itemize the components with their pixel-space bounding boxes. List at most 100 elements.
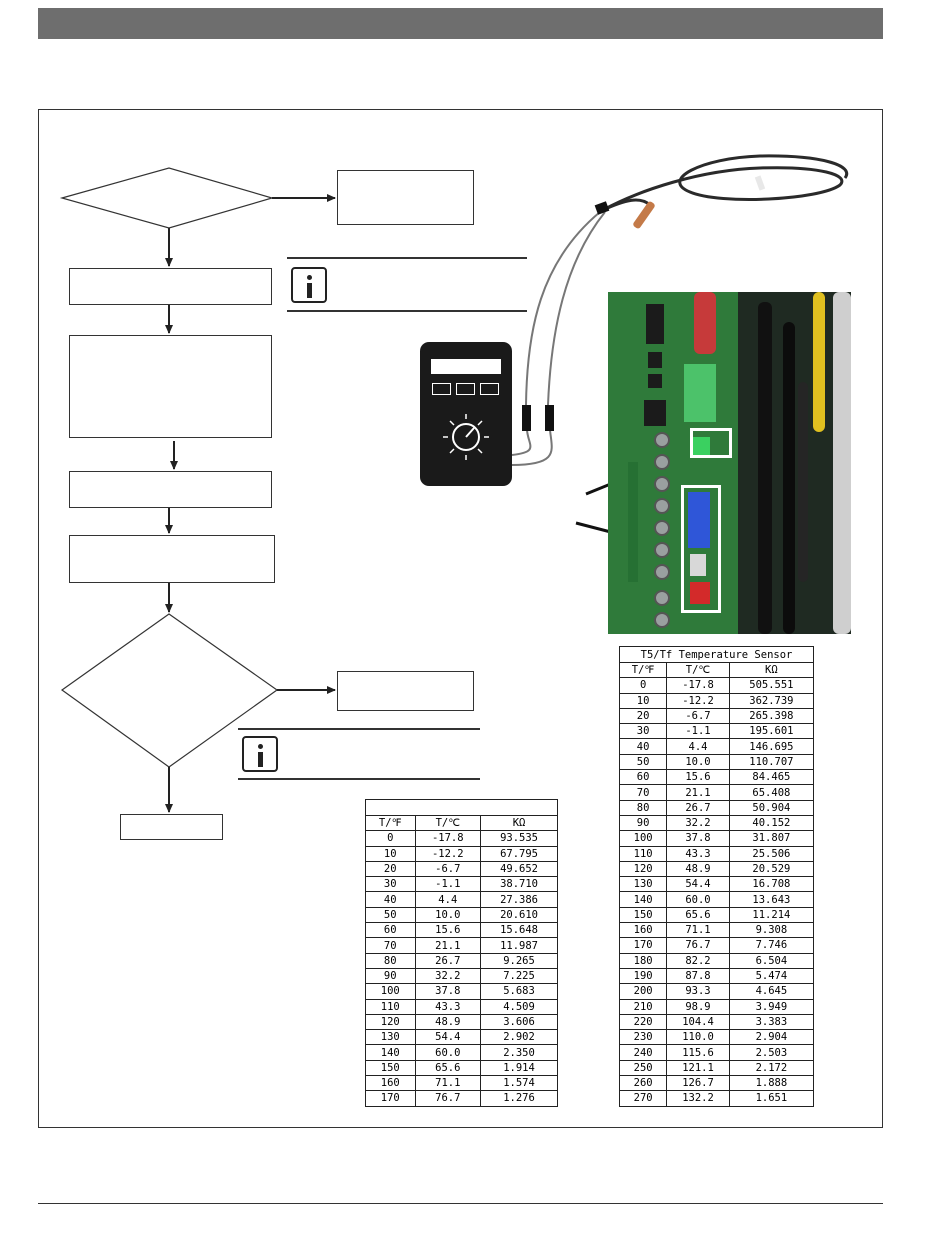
note-2-bottom-rule	[238, 778, 480, 780]
meter-lead-1	[525, 211, 601, 406]
table-cell: 100	[365, 983, 416, 1000]
table-cell: 15.648	[480, 922, 558, 939]
table-cell: 67.795	[480, 845, 558, 862]
table-cell: 27.386	[480, 891, 558, 908]
table-cell: 110.0	[666, 1029, 730, 1046]
table-cell: 60	[618, 769, 668, 786]
table-cell: 65.6	[414, 1059, 482, 1077]
meter-button	[432, 383, 451, 395]
table-cell: 87.8	[666, 967, 730, 985]
table-cell: 76.7	[414, 1090, 482, 1107]
header-bar	[38, 8, 883, 39]
table-cell: 80	[365, 952, 416, 969]
table-cell: 2.902	[480, 1029, 558, 1046]
table-cell: -6.7	[414, 860, 482, 878]
table-cell: 93.3	[666, 983, 730, 1000]
table-cell: 48.9	[414, 1013, 482, 1031]
table-cell: 110.707	[728, 753, 815, 771]
table-cell: 80	[618, 799, 668, 816]
table-cell: 3.606	[480, 1013, 558, 1031]
highlight-connector-2	[681, 485, 721, 613]
table-cell: 5.683	[480, 983, 558, 1000]
table-cell: 260	[618, 1075, 668, 1092]
table-cell: 9.265	[480, 952, 558, 969]
table-cell: 20	[618, 707, 668, 725]
table-cell: 82.2	[666, 952, 730, 969]
table-cell: 2.350	[480, 1044, 558, 1061]
table-cell: 190	[618, 967, 668, 985]
content-frame	[38, 109, 883, 1128]
table-cell: 240	[618, 1044, 668, 1061]
highlight-connector-1	[690, 428, 732, 458]
table-cell: 3.949	[728, 998, 815, 1015]
end-box	[120, 814, 223, 840]
table-cell: 20.529	[728, 860, 815, 878]
multimeter-icon	[420, 342, 512, 486]
table-cell: 16.708	[728, 876, 815, 893]
table-cell: 120	[365, 1013, 416, 1031]
table-cell: 0	[618, 677, 668, 694]
table-cell: 21.1	[666, 784, 730, 801]
step-box-1	[69, 268, 272, 305]
meter-lead-2	[547, 211, 606, 406]
column-header: KΩ	[728, 661, 815, 679]
result-box-1	[337, 170, 474, 225]
step-box-3	[69, 471, 272, 508]
table-cell: 48.9	[666, 860, 730, 878]
column-header: T/℉	[618, 661, 668, 679]
table-cell: 43.3	[414, 998, 482, 1015]
table-cell: 20.610	[480, 906, 558, 924]
table-cell: 50	[365, 906, 416, 924]
table-cell: 220	[618, 1013, 668, 1031]
table-cell: 40.152	[728, 814, 815, 832]
table-cell: 60.0	[414, 1044, 482, 1061]
resistance-table-t5-tf: T5/Tf Temperature Sensor T/℉ T/℃ KΩ 0-17…	[618, 646, 815, 1107]
table-cell: 10	[365, 845, 416, 862]
table-cell: 100	[618, 830, 668, 847]
table-cell: 43.3	[666, 845, 730, 862]
table-cell: 130	[365, 1029, 416, 1046]
table-cell: 10	[618, 692, 668, 709]
table-cell: 110	[618, 845, 668, 862]
note-1-top-rule	[287, 257, 527, 259]
table-cell: 6.504	[728, 952, 815, 969]
column-header: T/℉	[365, 814, 416, 832]
table-cell: 70	[618, 784, 668, 801]
table-cell: 4.645	[728, 983, 815, 1000]
table-cell: -12.2	[666, 692, 730, 709]
table-cell: 265.398	[728, 707, 815, 725]
table-cell: 93.535	[480, 830, 558, 847]
note-1-bottom-rule	[287, 310, 527, 312]
table-cell: 7.746	[728, 937, 815, 954]
table-cell: 126.7	[666, 1075, 730, 1092]
table-cell: 250	[618, 1059, 668, 1077]
table-cell: 30	[618, 723, 668, 740]
table-cell: 32.2	[666, 814, 730, 832]
table-cell: 10.0	[666, 753, 730, 771]
column-header: KΩ	[480, 814, 558, 832]
